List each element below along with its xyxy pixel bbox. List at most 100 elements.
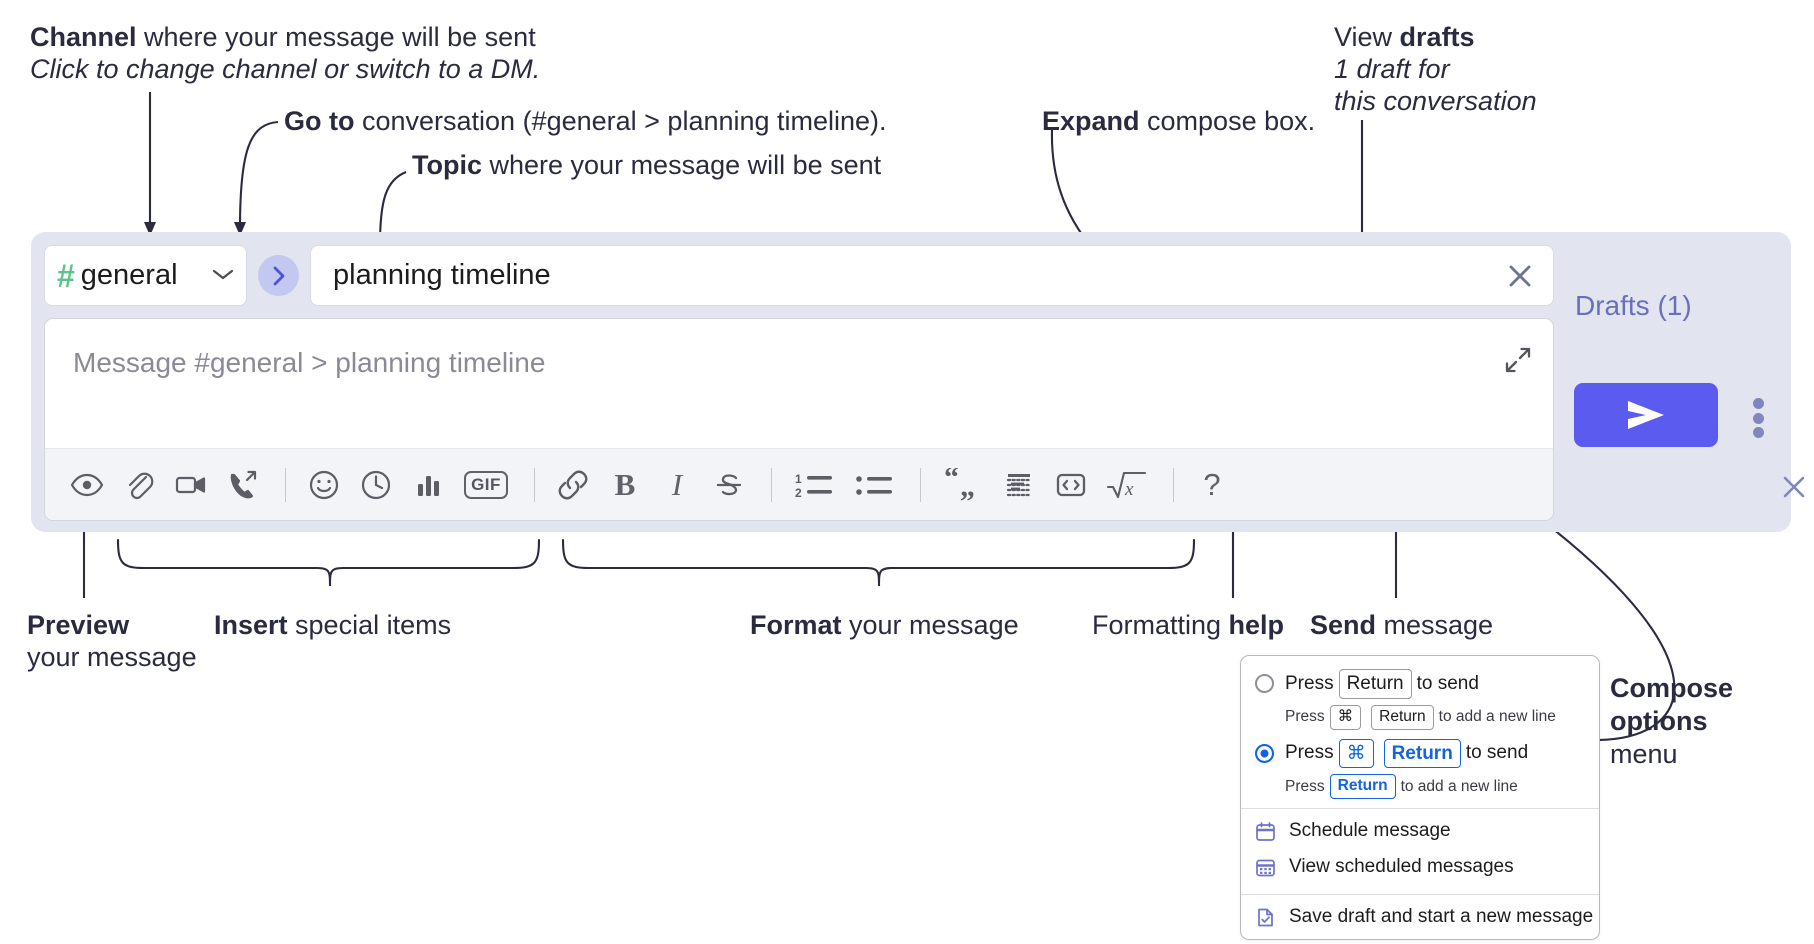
compose-inner: # general [44,244,1554,521]
sub-suffix-2: to add a new line [1400,777,1518,795]
annotation-channel-rest: where your message will be sent [136,22,536,52]
channel-name: general [80,259,178,291]
clock-icon[interactable] [352,461,400,509]
menu-item-view-scheduled-messages[interactable]: View scheduled messages [1241,849,1599,885]
code-block-icon[interactable] [995,461,1043,509]
gif-label: GIF [464,470,508,499]
send-option-return[interactable]: Press Return to send [1241,666,1599,699]
brace-format [561,538,1196,587]
leader-goto [238,120,279,229]
go-to-conversation-button[interactable] [258,255,299,296]
annotation-drafts-italic-1: 1 draft for [1334,53,1450,84]
dot [1752,412,1764,424]
calendar-grid-icon [1255,857,1281,878]
send-button[interactable] [1574,383,1718,447]
send-option-cmd-return-label: Press ⌘Return to send [1285,738,1528,769]
annotation-drafts-prefix: View [1334,22,1400,52]
bold-icon[interactable]: B [601,461,649,509]
link-icon[interactable] [549,461,597,509]
phone-forward-icon[interactable] [219,461,267,509]
annotation-compose-options-line1: Compose [1610,673,1734,703]
formatting-toolbar: GIF B I [45,448,1553,520]
annotation-drafts-italic-2: this conversation [1334,85,1537,116]
dot [1752,427,1764,438]
sub-prefix-1: Press [1285,708,1325,726]
radio-unselected[interactable] [1255,674,1274,693]
topic-input[interactable] [331,258,1497,293]
toolbar-separator [920,467,921,502]
menu-divider [1241,894,1599,896]
topic-field[interactable] [310,245,1554,306]
radio-selected[interactable] [1255,743,1274,763]
annotation-help: Formatting help [1092,610,1284,642]
toolbar-separator [285,467,286,502]
annotation-preview-bold: Preview [27,610,130,640]
emoji-icon[interactable] [300,461,348,509]
key-return: Return [1371,704,1434,730]
drafts-link[interactable]: Drafts (1) [1575,290,1692,321]
annotation-send-rest: message [1376,610,1494,640]
send-option-return-label: Press Return to send [1285,669,1479,699]
annotation-preview-line2: your message [27,641,197,672]
annotation-goto: Go to conversation (#general > planning … [284,106,887,138]
to-send-1: to send [1416,672,1479,694]
key-command: ⌘ [1329,704,1362,730]
bar-chart-icon[interactable] [404,461,452,509]
annotation-topic-rest: where your message will be sent [482,150,882,180]
menu-item-label: View scheduled messages [1289,856,1514,878]
italic-label: I [671,466,683,502]
paperclip-icon[interactable] [115,461,163,509]
annotation-insert-rest: special items [287,610,452,640]
annotation-send: Send message [1310,610,1493,642]
blockquote-icon[interactable]: “ „ [935,461,991,509]
svg-text:2: 2 [795,486,802,500]
annotation-format-bold: Format [750,610,842,640]
key-return: Return [1338,669,1412,699]
message-input-box[interactable]: Message #general > planning timeline [44,318,1554,521]
eye-icon[interactable] [63,461,111,509]
svg-text:“: “ [944,468,959,494]
italic-icon[interactable]: I [653,461,701,509]
key-command: ⌘ [1338,738,1374,769]
gif-icon[interactable]: GIF [456,461,516,509]
channel-picker[interactable]: # general [44,245,247,306]
compose-options-menu: Press Return to send Press ⌘ Return to ad… [1240,655,1600,941]
compose-panel: # general [31,232,1805,532]
inline-code-icon[interactable] [1047,461,1095,509]
menu-item-save-draft[interactable]: Save draft and start a new message [1241,899,1599,935]
expand-compose-icon[interactable] [1503,345,1533,380]
annotation-drafts-bold: drafts [1399,22,1475,52]
video-camera-icon[interactable] [167,461,215,509]
sub-prefix-2: Press [1285,777,1325,795]
help-label: ? [1203,466,1221,502]
menu-item-schedule-message[interactable]: Schedule message [1241,813,1599,849]
compose-options-button[interactable] [1745,398,1771,438]
strikethrough-icon[interactable] [705,461,753,509]
annotation-compose-options: Compose options menu [1610,672,1733,771]
annotation-format: Format your message [750,610,1019,642]
annotation-goto-bold: Go to [284,106,355,136]
send-option-cmd-return[interactable]: Press ⌘Return to send [1241,736,1599,769]
math-icon[interactable]: x [1099,461,1155,509]
clear-topic-icon[interactable] [1497,261,1535,291]
help-icon[interactable]: ? [1188,461,1236,509]
calendar-icon [1255,821,1281,842]
ordered-list-icon[interactable]: 1 2 [786,461,842,509]
save-draft-icon [1255,907,1281,928]
annotation-compose-options-line3: menu [1610,738,1678,769]
bulleted-list-icon[interactable] [846,461,902,509]
send-option-cmd-return-sub: Press Return to add a new line [1241,774,1599,800]
annotation-help-prefix: Formatting [1092,610,1229,640]
svg-text:„: „ [960,470,975,502]
key-return: Return [1329,774,1396,800]
annotation-channel-bold: Channel [30,22,137,52]
annotation-topic-bold: Topic [412,150,482,180]
brace-insert [116,538,541,587]
send-icon [1628,401,1664,429]
bold-label: B [614,466,636,502]
annotation-preview: Preview your message [27,610,197,674]
annotation-compose-options-line2: options [1610,705,1708,736]
annotation-topic: Topic where your message will be sent [412,150,881,182]
close-icon[interactable] [1779,472,1809,507]
